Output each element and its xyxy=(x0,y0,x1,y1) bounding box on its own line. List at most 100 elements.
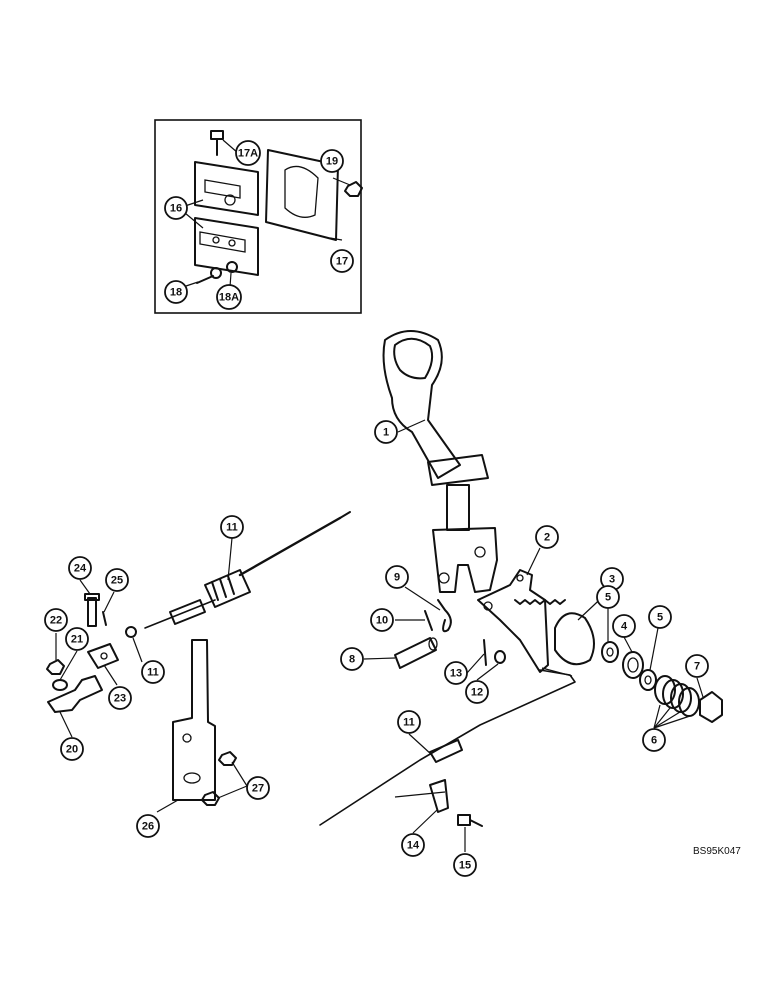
callout-circle xyxy=(648,605,672,629)
callout-c24: 24 xyxy=(68,556,92,580)
callout-circle xyxy=(397,710,421,734)
callout-circle xyxy=(220,515,244,539)
callout-c20: 20 xyxy=(60,737,84,761)
callout-circle xyxy=(164,196,188,220)
callout-circle xyxy=(164,280,188,304)
callout-c9: 9 xyxy=(385,565,409,589)
callout-label: 1 xyxy=(383,427,389,439)
callout-circle xyxy=(105,568,129,592)
washer-a xyxy=(601,641,619,663)
callout-label: 24 xyxy=(74,563,87,575)
cotter-pin xyxy=(424,610,433,631)
callout-label: 18 xyxy=(170,287,182,299)
callout-label: 17 xyxy=(336,256,348,268)
callout-c5b: 5 xyxy=(648,605,672,629)
callout-circle xyxy=(374,420,398,444)
callout-circle xyxy=(136,814,160,838)
detent-disc xyxy=(554,612,595,666)
callout-c8: 8 xyxy=(340,647,364,671)
clevis-pin xyxy=(84,593,100,627)
callout-circle xyxy=(65,627,89,651)
upper-bracket xyxy=(194,161,259,216)
callout-circle xyxy=(444,661,468,685)
callout-c11c: 11 xyxy=(397,710,421,734)
callout-label: 12 xyxy=(471,687,483,699)
lever-bracket xyxy=(477,569,549,673)
callout-c12: 12 xyxy=(465,680,489,704)
callout-label: 21 xyxy=(71,634,83,646)
callout-label: 5 xyxy=(657,612,663,624)
clevis-23 xyxy=(87,643,119,669)
pivot-pin xyxy=(394,637,438,669)
callout-label: 22 xyxy=(50,615,62,627)
callout-circle xyxy=(330,249,354,273)
washer-12 xyxy=(494,650,506,664)
callout-c4: 4 xyxy=(612,614,636,638)
callout-circle xyxy=(596,585,620,609)
callout-label: 11 xyxy=(147,667,159,679)
callout-label: 26 xyxy=(142,821,154,833)
callout-c11a: 11 xyxy=(220,515,244,539)
callout-label: 16 xyxy=(170,203,182,215)
bolt-18 xyxy=(196,261,238,284)
callout-label: 20 xyxy=(66,744,78,756)
callout-circle xyxy=(535,525,559,549)
callout-label: 15 xyxy=(459,860,471,872)
cover-plate xyxy=(265,149,339,241)
callout-circle xyxy=(320,149,344,173)
cotter-25 xyxy=(102,611,107,626)
callout-c10: 10 xyxy=(370,608,394,632)
callout-circle xyxy=(370,608,394,632)
callout-c16: 16 xyxy=(164,196,188,220)
callout-label: 25 xyxy=(111,575,123,587)
callout-c1: 1 xyxy=(374,420,398,444)
callout-label: 11 xyxy=(226,522,238,534)
shift-lever xyxy=(382,330,498,593)
callout-label: 10 xyxy=(376,615,388,627)
clamp-bolt xyxy=(457,814,483,827)
callout-label: 9 xyxy=(394,572,400,584)
spring-washers xyxy=(654,675,700,717)
callout-c26: 26 xyxy=(136,814,160,838)
nut-19 xyxy=(344,181,363,197)
callout-circle xyxy=(385,565,409,589)
lower-shift-cable xyxy=(319,667,576,826)
callout-c7: 7 xyxy=(685,654,709,678)
callout-circle xyxy=(465,680,489,704)
callout-circle xyxy=(246,776,270,800)
callout-circle xyxy=(68,556,92,580)
callout-label: 4 xyxy=(621,621,628,633)
callout-label: 11 xyxy=(403,717,415,729)
callout-circle xyxy=(642,728,666,752)
callout-label: 13 xyxy=(450,668,462,680)
callout-c18: 18 xyxy=(164,280,188,304)
callout-label: 23 xyxy=(114,693,126,705)
seal-ring xyxy=(622,651,644,679)
callout-label: 3 xyxy=(609,574,615,586)
callout-c21: 21 xyxy=(65,627,89,651)
callout-label: 6 xyxy=(651,735,657,747)
callout-label: 2 xyxy=(544,532,550,544)
callout-circle xyxy=(60,737,84,761)
spring xyxy=(514,599,566,605)
leader-lines xyxy=(55,139,704,852)
callout-c18a: 18A xyxy=(216,284,242,310)
callout-label: 8 xyxy=(349,654,355,666)
callout-label: 27 xyxy=(252,783,264,795)
nuts-27 xyxy=(201,751,237,806)
callout-c17a: 17A xyxy=(235,140,261,166)
figure-code: BS95K047 xyxy=(693,846,741,857)
callout-circle xyxy=(108,686,132,710)
callout-c19: 19 xyxy=(320,149,344,173)
callout-c13: 13 xyxy=(444,661,468,685)
callout-label: 14 xyxy=(407,840,420,852)
torsion-spring xyxy=(437,599,452,633)
inset-panel xyxy=(154,119,363,314)
callout-circle xyxy=(685,654,709,678)
callout-c2: 2 xyxy=(535,525,559,549)
callout-label: 17A xyxy=(238,148,258,160)
upper-shift-cable xyxy=(144,511,351,629)
lower-bracket xyxy=(194,217,259,276)
